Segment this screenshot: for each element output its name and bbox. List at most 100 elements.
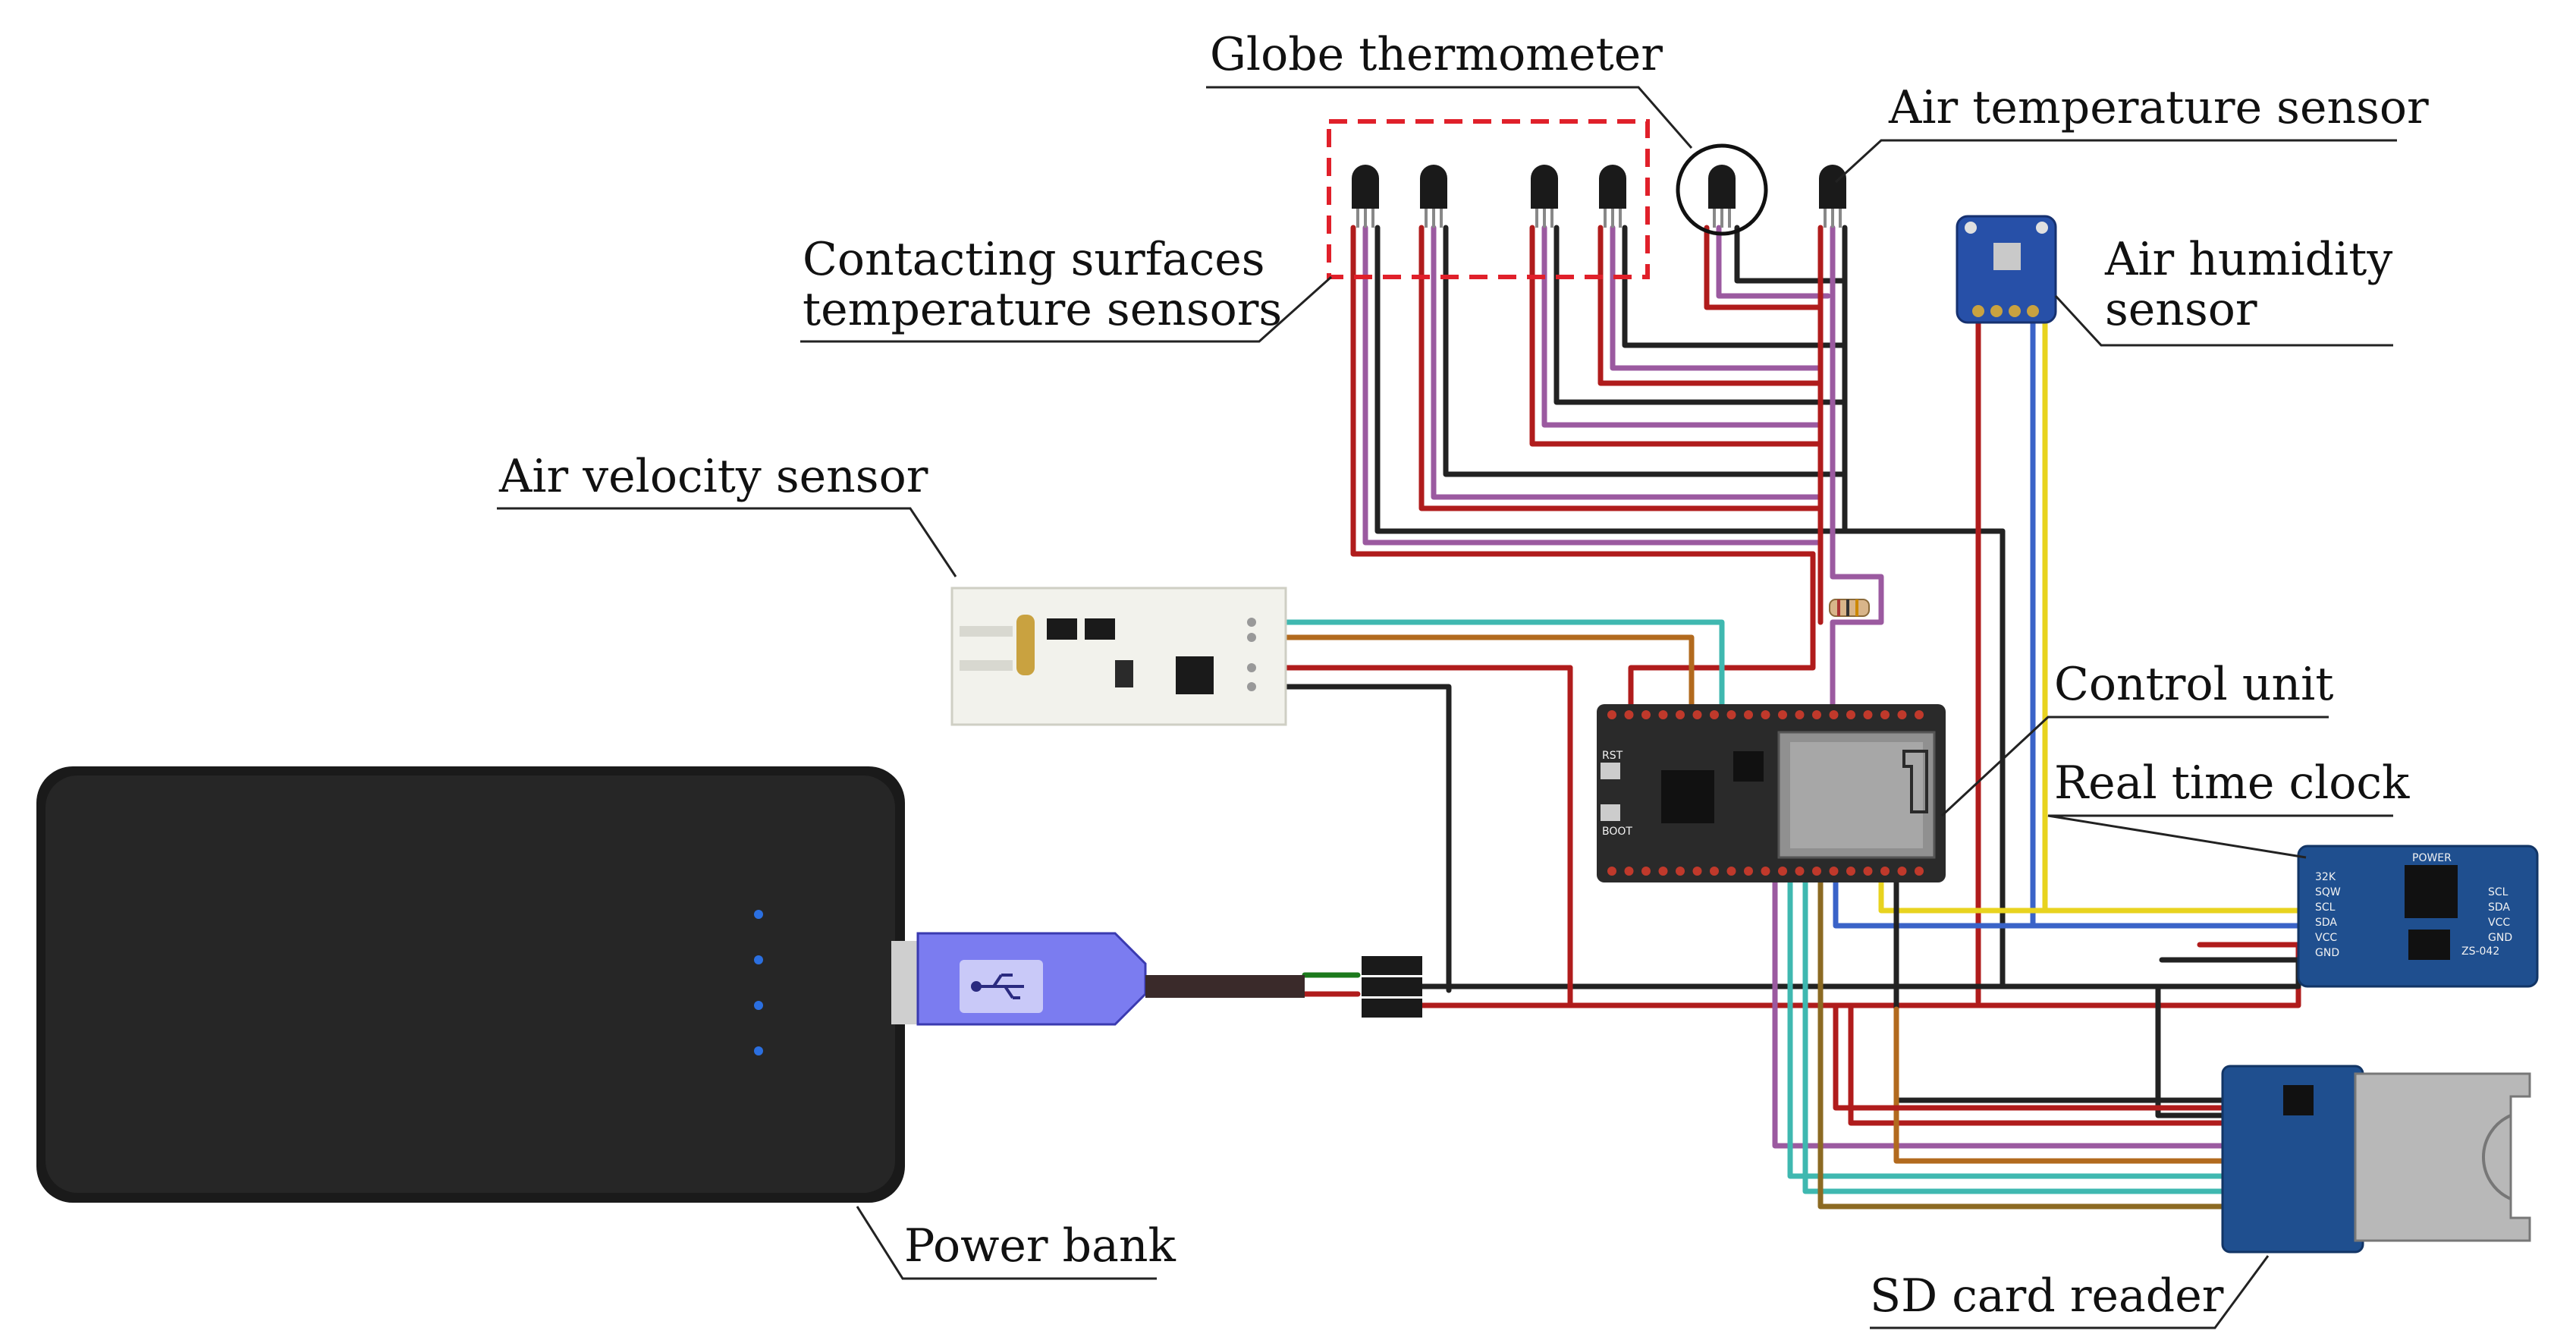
wiring-harness (1271, 225, 2301, 1210)
sd-slot-icon (2354, 1072, 2531, 1242)
wire (1431, 225, 1824, 500)
globe-circle-icon (1676, 143, 1768, 236)
header-pin (1624, 710, 1634, 719)
sensor-group-boundary (1327, 119, 1650, 279)
air-humidity-label-line1: Air humidity (2104, 233, 2392, 286)
usb-icon (971, 974, 1024, 999)
control-unit-label: Control unit (2054, 658, 2333, 711)
sd-card-reader-board (2221, 1065, 2531, 1254)
globe-thermometer (1676, 143, 1768, 236)
header-pin (1897, 710, 1907, 719)
header-pin (1726, 710, 1736, 719)
wire (1833, 1002, 2241, 1111)
header-pin (1863, 710, 1873, 719)
leader-line (2054, 294, 2393, 347)
sd-card-reader-label: SD card reader (1870, 1269, 2224, 1323)
wire (1415, 942, 2301, 1008)
wire (1833, 870, 2036, 929)
wire (1848, 1002, 2241, 1126)
contacting-surfaces-label-line1: Contacting surfaces (803, 233, 1265, 286)
thermistor-icon (1420, 165, 1447, 228)
wire (1772, 870, 2241, 1149)
header-pin (1846, 867, 1855, 876)
header-pin (1812, 867, 1821, 876)
thermistor-icon (1599, 165, 1626, 228)
wire (1830, 225, 1884, 716)
rtc-pin-label: GND (2315, 947, 2339, 959)
wire (1529, 225, 1824, 447)
boot-button-label: BOOT (1602, 826, 1632, 838)
leader-line (1206, 86, 1693, 149)
rtc-chip-label: ZS-042 (2461, 945, 2499, 958)
header-pin (1710, 710, 1719, 719)
leader-line (800, 275, 1333, 343)
header-pin (1915, 710, 1924, 719)
rtc-pin-label: GND (2488, 932, 2512, 944)
header-pin (1676, 710, 1685, 719)
wire (1817, 870, 2241, 1210)
air-velocity-sensor-board (950, 587, 1287, 726)
wire (2030, 308, 2301, 929)
wire (2155, 983, 2241, 1118)
leader-line (1870, 1255, 2270, 1329)
header-pin (1744, 867, 1753, 876)
pin-header-connector (1362, 956, 1422, 1018)
header-pin (1641, 867, 1651, 876)
header-pin (1692, 867, 1702, 876)
header-pin (1641, 710, 1651, 719)
control-unit-board: RST BOOT (1597, 704, 1946, 882)
wire (1610, 225, 1824, 371)
wire (1716, 225, 1831, 299)
rst-button-label: RST (1602, 750, 1623, 762)
air-humidity-sensor-board (1956, 215, 2057, 324)
rtc-pin-label: VCC (2488, 917, 2510, 929)
globe-thermometer-label: Globe thermometer (1210, 28, 1663, 81)
rtc-power-label: POWER (2412, 852, 2452, 864)
wire (1362, 225, 1824, 546)
rtc-pin-label: SDA (2488, 901, 2510, 914)
header-pin (1761, 867, 1770, 876)
antenna-icon (1902, 750, 1928, 813)
header-pin (1880, 710, 1890, 719)
wire (1541, 225, 1824, 428)
air-humidity-label-line2: sensor (2105, 283, 2257, 336)
labels: Globe thermometer Air temperature sensor… (498, 28, 2429, 1323)
header-pin (1726, 867, 1736, 876)
wire (1597, 225, 1824, 386)
leader-line (2047, 814, 2393, 859)
rtc-pin-label: SCL (2315, 901, 2336, 914)
wire (1704, 225, 1824, 310)
header-pin (1915, 867, 1924, 876)
rtc-pin-label: 32K (2315, 871, 2336, 883)
rtc-pin-label: VCC (2315, 932, 2337, 944)
header-pin (1710, 867, 1719, 876)
wire (1787, 870, 2241, 1179)
header-pin (1795, 710, 1805, 719)
wire (1374, 225, 2006, 534)
wire (1271, 634, 1695, 716)
leader-line (1834, 139, 2397, 184)
rtc-pin-label: SDA (2315, 917, 2337, 929)
header-pin (1778, 710, 1787, 719)
air-temperature-sensor (1819, 165, 1846, 228)
wire (1622, 225, 1846, 348)
header-pin (1658, 710, 1668, 719)
header-pin (1692, 710, 1702, 719)
header-pin (1863, 867, 1873, 876)
wire (1553, 225, 1846, 405)
wire (1350, 225, 1816, 557)
leader-lines (497, 86, 2397, 1329)
wire (1802, 870, 2241, 1194)
contacting-surfaces-sensors (1327, 119, 1650, 279)
header-pin (1812, 710, 1821, 719)
header-pin (1829, 710, 1839, 719)
header-pin (1897, 867, 1907, 876)
thermistor-icon (1352, 165, 1379, 228)
header-pin (1829, 867, 1839, 876)
header-pin (1778, 867, 1787, 876)
wire (1878, 870, 1899, 914)
real-time-clock-board: POWER ZS-042 32K SQW SCL SDA VCC GND SCL… (2297, 845, 2539, 988)
header-pin (1607, 710, 1616, 719)
wire (1443, 225, 1846, 477)
